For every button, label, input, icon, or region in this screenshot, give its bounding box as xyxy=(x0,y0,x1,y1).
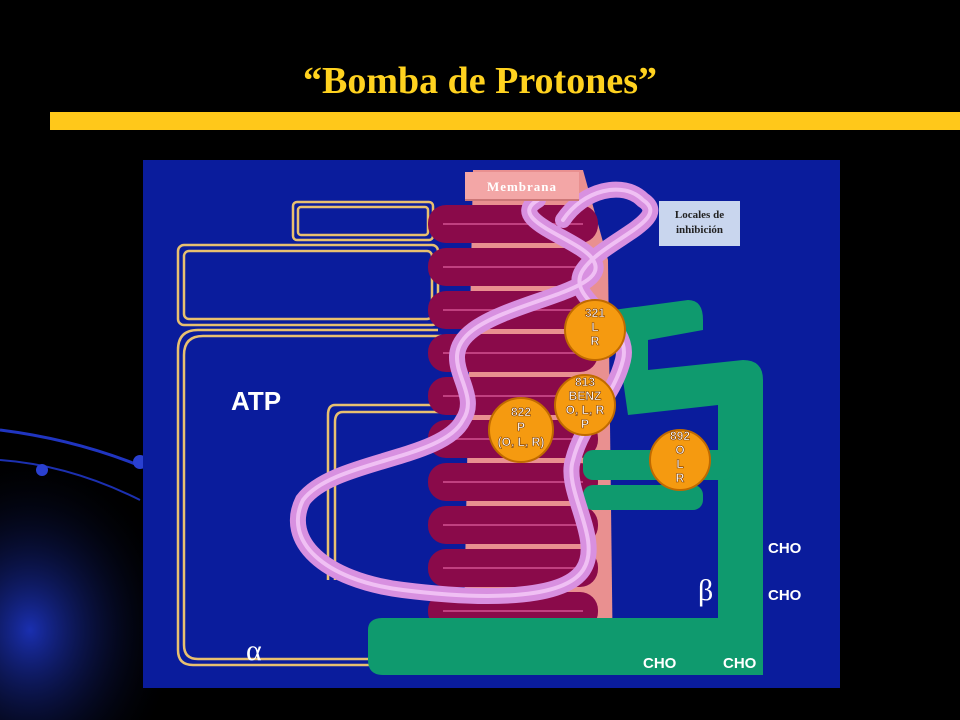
atp-label: ATP xyxy=(231,386,281,416)
site-813-line: BENZ xyxy=(569,389,602,403)
site-321-line: R xyxy=(591,334,600,348)
site-892-line: L xyxy=(676,457,683,471)
alpha-subunit-outline xyxy=(176,200,443,667)
site-822-line: (O, L, R) xyxy=(498,435,545,449)
site-822-sphere xyxy=(488,397,554,463)
alpha-label: α xyxy=(246,634,262,667)
site-813-line: 813 xyxy=(575,375,595,389)
cho-label-3: CHO xyxy=(643,655,677,672)
inhibition-sites xyxy=(488,299,711,491)
site-822-line: 822 xyxy=(511,405,531,419)
beta-label: β xyxy=(698,574,713,607)
inhibition-label-line1: Locales de xyxy=(674,209,725,221)
diagram-svg: 321 L R 813 BENZ O, L, R P 822 P (O, L, … xyxy=(176,170,802,675)
slide-title: “Bomba de Protones” xyxy=(303,60,657,102)
proton-pump-diagram: 321 L R 813 BENZ O, L, R P 822 P (O, L, … xyxy=(143,160,840,688)
site-813-line: O, L, R xyxy=(566,403,605,417)
site-321-line: 321 xyxy=(585,306,605,320)
cho-label-2: CHO xyxy=(768,587,802,604)
site-892-line: O xyxy=(675,443,684,457)
cho-label-4: CHO xyxy=(723,655,757,672)
site-813-line: P xyxy=(581,417,589,431)
title-underline-bar xyxy=(0,112,960,130)
site-321-line: L xyxy=(591,320,598,334)
membrana-label: Membrana xyxy=(465,172,579,201)
inhibition-sites-label: Locales de inhibición xyxy=(659,201,740,246)
loop-highlight xyxy=(296,187,653,598)
site-892-sphere xyxy=(649,429,711,491)
site-892-line: 892 xyxy=(670,429,690,443)
site-813-sphere xyxy=(554,374,616,436)
title-bar-left-cap xyxy=(0,112,50,130)
site-321-sphere xyxy=(564,299,626,361)
site-822-line: P xyxy=(517,420,525,434)
inhibition-label-line2: inhibición xyxy=(675,224,724,236)
site-892-line: R xyxy=(676,471,685,485)
cho-label-1: CHO xyxy=(768,540,802,557)
